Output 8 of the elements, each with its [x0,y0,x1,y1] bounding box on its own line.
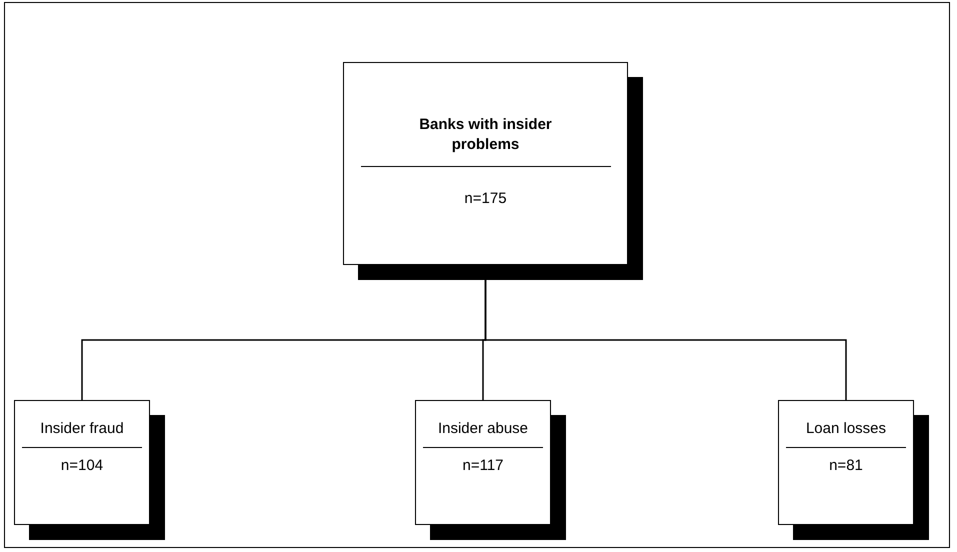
count-label: n=104 [60,456,104,475]
count-label: n=81 [829,456,863,475]
box-heading: Insider abuse [438,419,528,438]
box-heading: Loan losses [806,419,886,438]
count-label: n=117 [462,456,504,475]
box-heading: Insider fraud [40,419,124,438]
count-label: n=175 [464,189,507,208]
box-heading: Banks with insider problems [418,115,553,154]
